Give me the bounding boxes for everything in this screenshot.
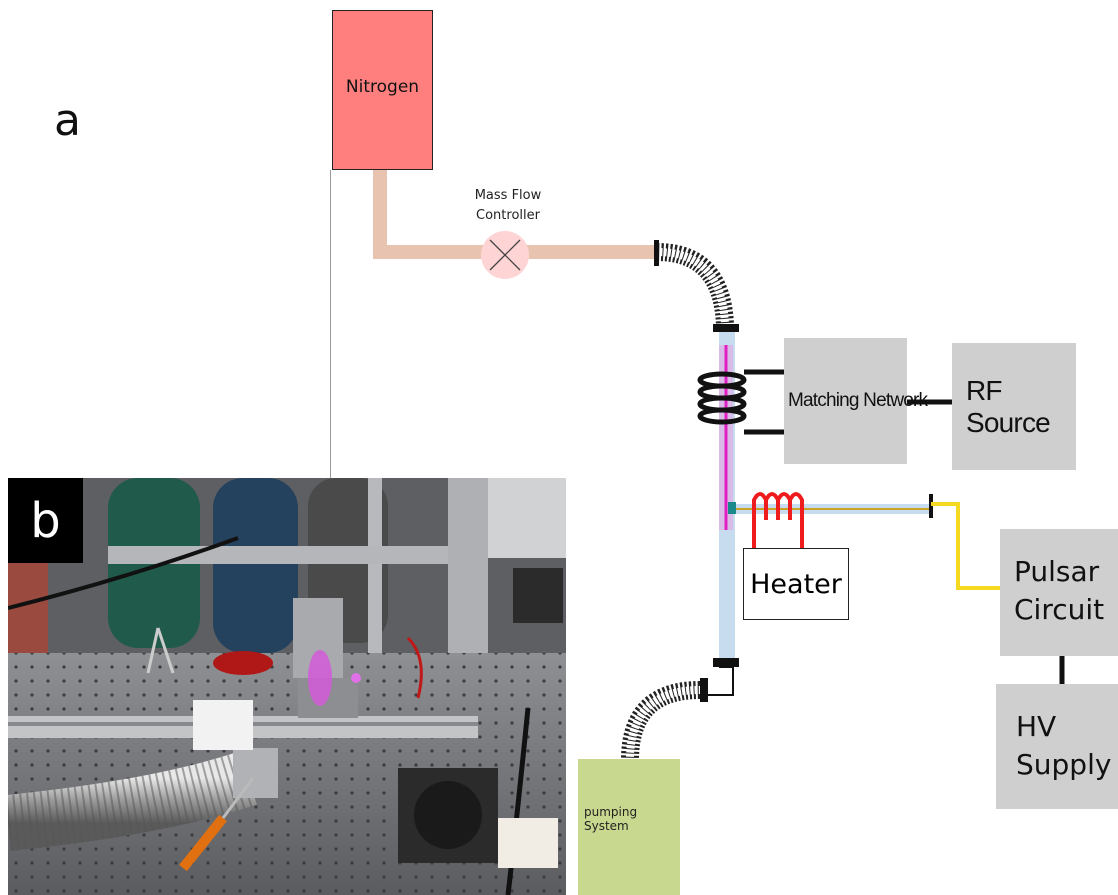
- electrode-tip: [728, 502, 736, 514]
- pulsar-label-line1: Pulsar: [1014, 553, 1118, 591]
- heater-box: Heater: [743, 548, 849, 620]
- pumping-system-box: pumping System: [578, 759, 680, 895]
- rf-coil-icon: [700, 372, 784, 432]
- pumping-label-line2: System: [584, 819, 680, 833]
- bottom-bellows-icon: [630, 690, 700, 760]
- rf-source-label: RF Source: [966, 375, 1076, 439]
- heater-label: Heater: [750, 569, 842, 600]
- nitrogen-tank: Nitrogen: [332, 10, 433, 170]
- rf-source-box: RF Source: [952, 343, 1076, 470]
- hv-pulse-line: [931, 504, 1000, 588]
- lab-photo-illustration: [8, 478, 566, 895]
- mass-flow-controller-icon: [481, 231, 529, 279]
- hv-supply-box: HV Supply: [996, 684, 1118, 809]
- pumping-label-line1: pumping: [584, 805, 680, 819]
- top-bellows-icon: [654, 240, 739, 332]
- panel-b-label: b: [8, 478, 83, 563]
- matching-network-label: Matching Network: [788, 390, 927, 412]
- bottom-connector: [708, 667, 733, 695]
- heater-coil-icon: [754, 494, 802, 548]
- bottom-flange: [713, 658, 739, 667]
- hv-label-line1: HV: [1016, 708, 1118, 746]
- mfc-label-line2: Controller: [458, 206, 558, 226]
- matching-network-box: Matching Network: [784, 338, 907, 464]
- pulsar-circuit-box: Pulsar Circuit: [1000, 529, 1118, 656]
- mass-flow-controller-label: Mass Flow Controller: [458, 186, 558, 226]
- hv-label-line2: Supply: [1016, 746, 1118, 784]
- pulsar-label-line2: Circuit: [1014, 591, 1118, 629]
- mfc-label-line1: Mass Flow: [458, 186, 558, 206]
- lab-setup-photo: [8, 478, 566, 895]
